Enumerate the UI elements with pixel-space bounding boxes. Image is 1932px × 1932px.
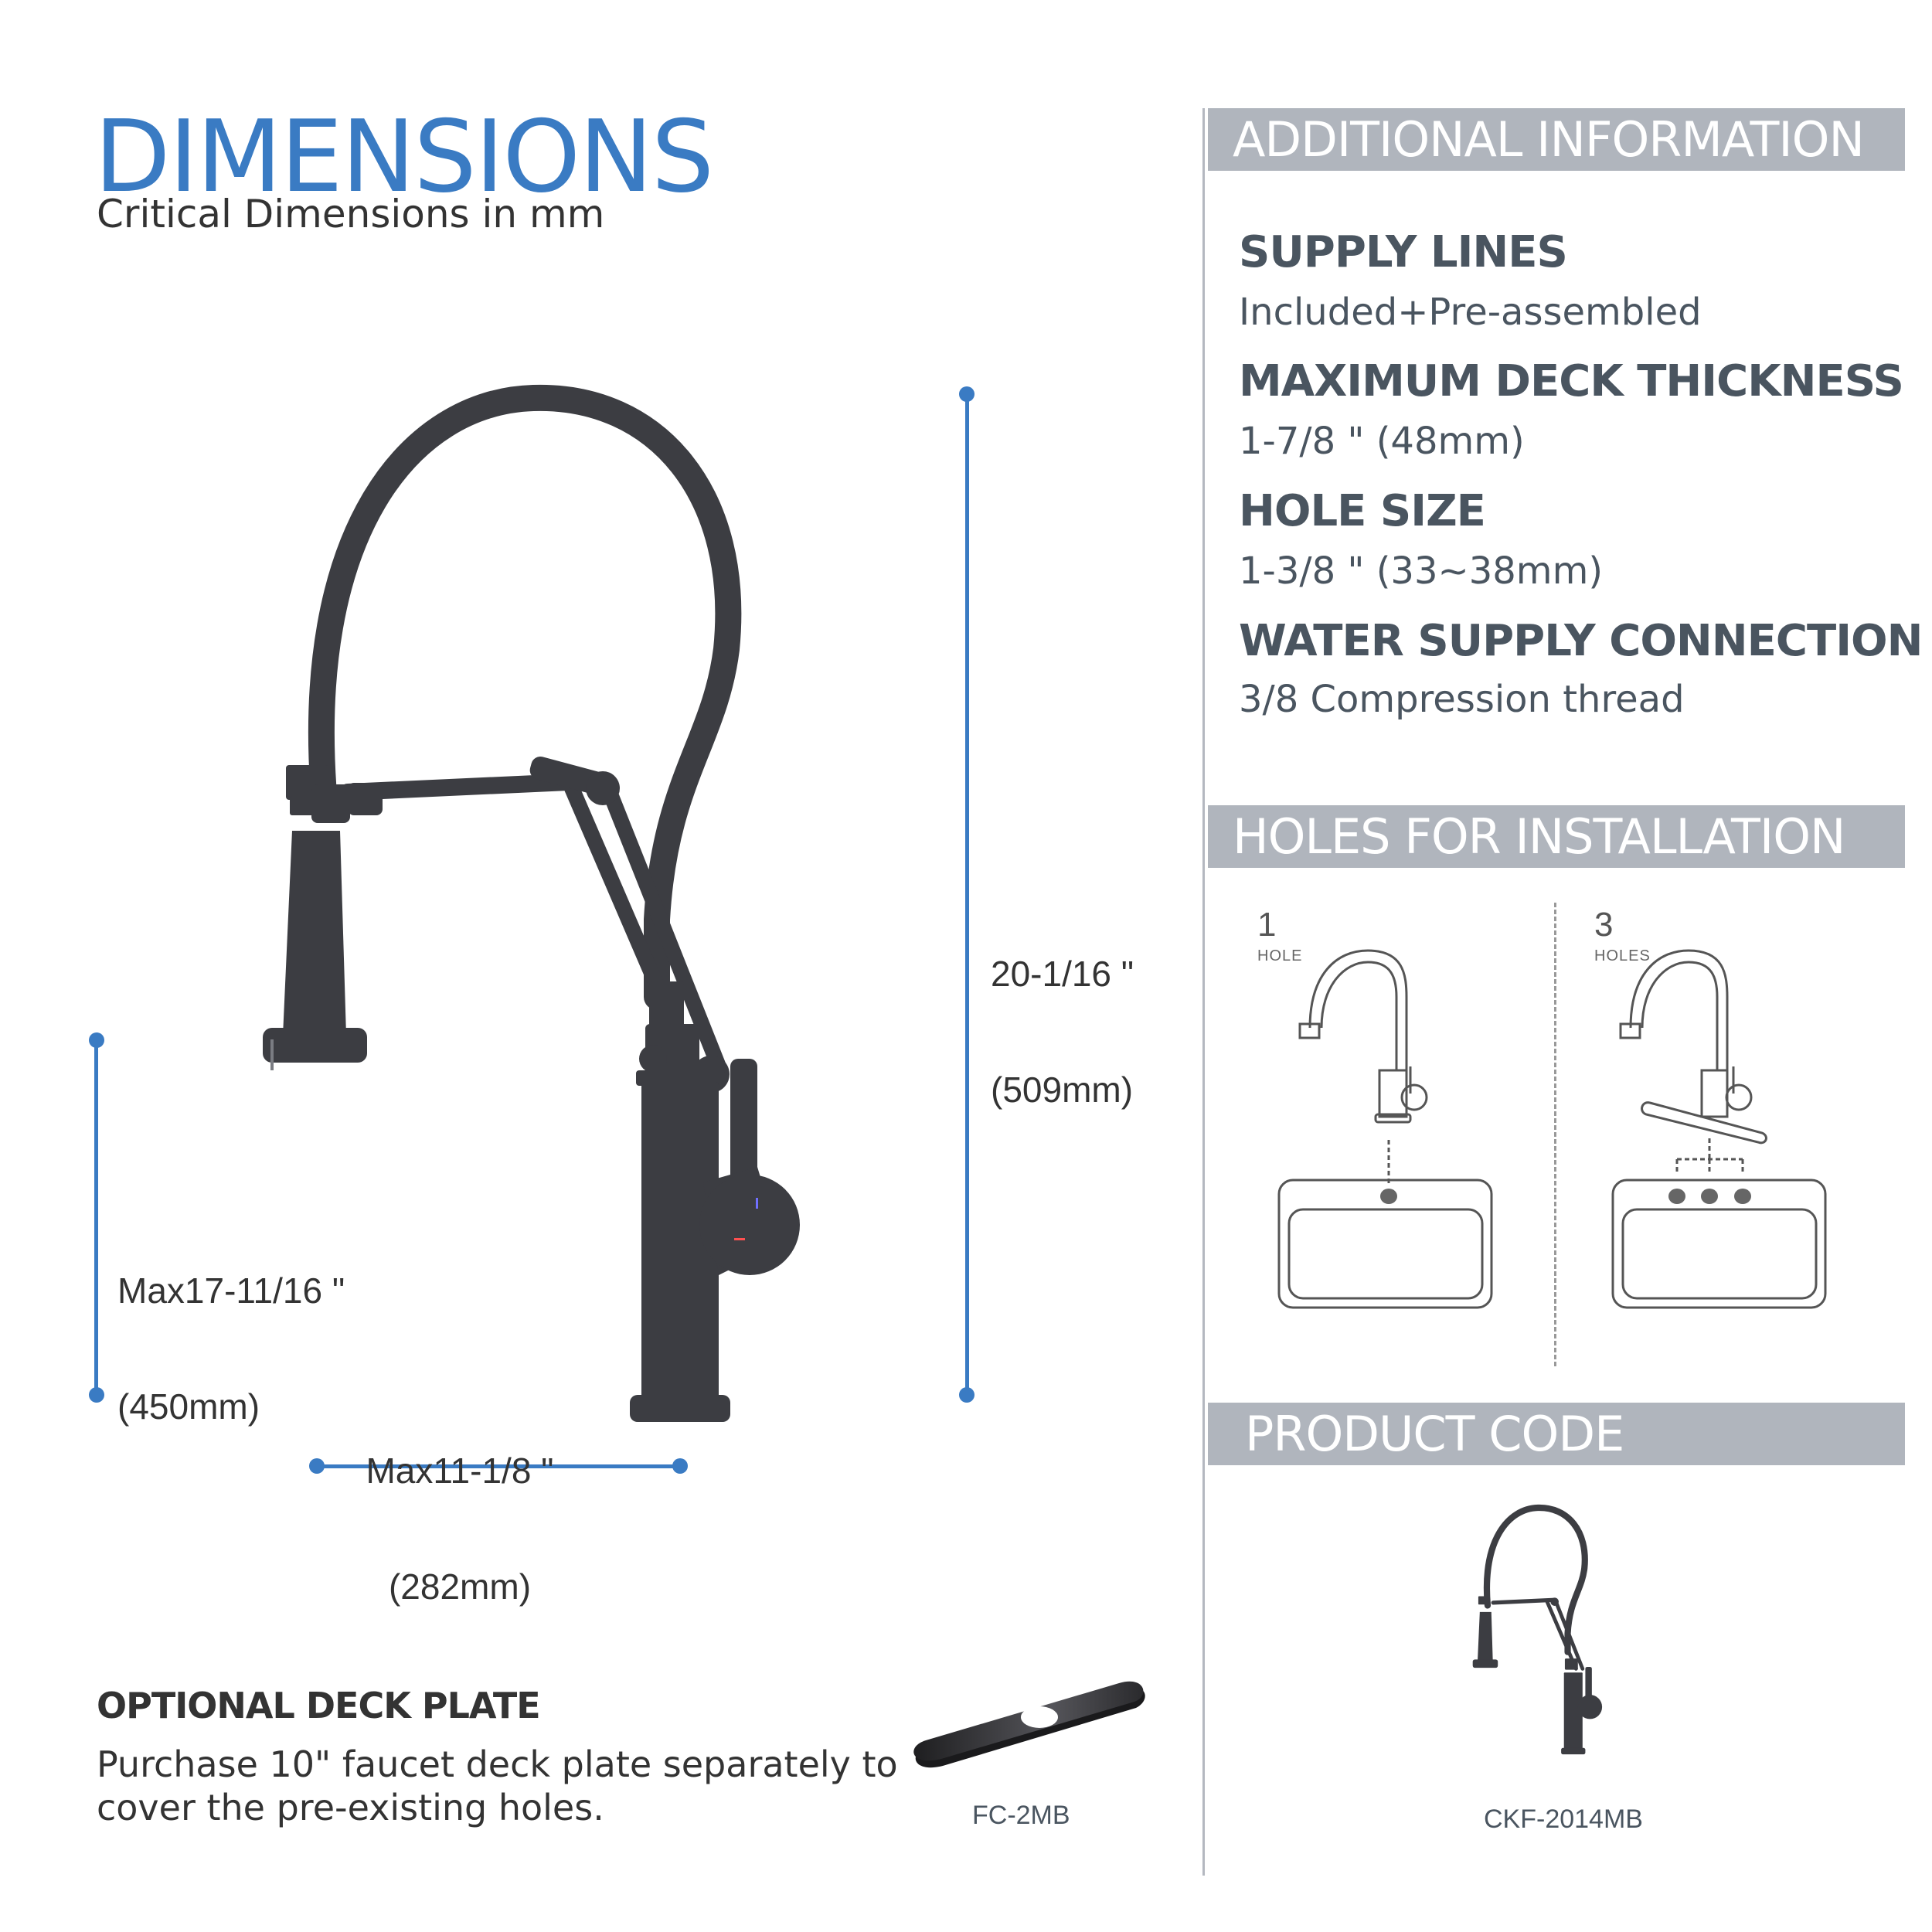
dimension-endpoint <box>959 1387 975 1403</box>
product-thumbnail-image <box>1472 1504 1603 1755</box>
dimension-endpoint <box>672 1458 688 1474</box>
holes-header: HOLES FOR INSTALLATION <box>1208 805 1905 868</box>
spec-value-water-supply: 3/8 Compression thread <box>1239 678 1685 721</box>
hole-option-1-label: HOLE <box>1257 947 1303 964</box>
product-code-value: CKF-2014MB <box>1484 1804 1643 1834</box>
reach-dimension-line <box>317 1464 680 1468</box>
dimension-endpoint <box>309 1458 325 1474</box>
spec-value-deck-thickness: 1-7/8 " (48mm) <box>1239 420 1525 463</box>
holes-separator <box>1554 903 1556 1366</box>
height-dimension-line <box>965 394 969 1395</box>
spec-value-supply-lines: Included+Pre-assembled <box>1239 291 1702 334</box>
page-subtitle: Critical Dimensions in mm <box>97 192 605 236</box>
spout-height-label: Max17-11/16 " (450mm) <box>117 1270 345 1427</box>
deck-plate-description: Purchase 10" faucet deck plate separatel… <box>97 1743 898 1828</box>
deck-plate-code: FC-2MB <box>972 1801 1070 1830</box>
hole-option-3-count: 3 <box>1594 906 1614 944</box>
spec-label-deck-thickness: MAXIMUM DECK THICKNESS <box>1239 356 1904 406</box>
faucet-main-image <box>263 384 800 1422</box>
spec-label-hole-size: HOLE SIZE <box>1239 486 1486 536</box>
one-hole-sink-diagram <box>1277 949 1493 1309</box>
deck-plate-image <box>913 1681 1145 1768</box>
spec-value-hole-size: 1-3/8 " (33~38mm) <box>1239 549 1604 593</box>
product-code-header: PRODUCT CODE <box>1208 1403 1905 1465</box>
dimension-endpoint <box>89 1387 104 1403</box>
reach-label: Max11-1/8 " (282mm) <box>366 1451 554 1607</box>
page-title: DIMENSIONS <box>94 100 714 215</box>
hole-option-3-label: HOLES <box>1594 947 1651 964</box>
three-hole-sink-diagram <box>1611 949 1827 1309</box>
height-total-label: 20-1/16 " (509mm) <box>991 954 1134 1110</box>
hole-option-1-count: 1 <box>1257 906 1277 944</box>
panel-divider <box>1202 108 1205 1876</box>
dimension-endpoint <box>89 1032 104 1048</box>
dimension-endpoint <box>959 386 975 402</box>
spec-label-water-supply: WATER SUPPLY CONNECTION <box>1239 616 1923 666</box>
additional-info-header: ADDITIONAL INFORMATION <box>1208 108 1905 171</box>
spout-height-dimension-line <box>94 1040 98 1396</box>
deck-plate-heading: OPTIONAL DECK PLATE <box>97 1685 541 1726</box>
spec-label-supply-lines: SUPPLY LINES <box>1239 227 1568 277</box>
